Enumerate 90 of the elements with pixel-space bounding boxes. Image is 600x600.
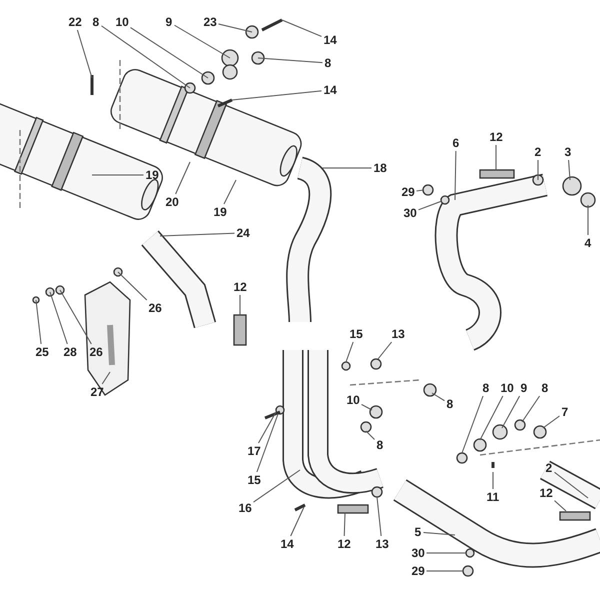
callout-number: 8 bbox=[482, 381, 490, 395]
leader-line bbox=[344, 512, 346, 536]
leader-line bbox=[256, 414, 278, 472]
leader-line bbox=[175, 162, 190, 194]
callout-number: 15 bbox=[248, 473, 261, 487]
leader-line bbox=[174, 24, 230, 58]
callout-number: 8 bbox=[92, 15, 100, 29]
callout-number: 23 bbox=[204, 15, 217, 29]
leader-line bbox=[130, 27, 208, 78]
callout-number: 9 bbox=[520, 381, 528, 395]
callout-number: 11 bbox=[486, 490, 500, 504]
callout-number: 12 bbox=[490, 130, 503, 144]
leader-line bbox=[346, 342, 354, 362]
callout-number: 7 bbox=[562, 405, 568, 419]
callout-number: 10 bbox=[346, 393, 360, 407]
leader-line bbox=[60, 290, 92, 344]
leader-line bbox=[542, 416, 560, 428]
callout-number: 18 bbox=[374, 161, 387, 175]
leader-line bbox=[426, 570, 464, 572]
leader-line bbox=[416, 190, 424, 192]
leader-line bbox=[454, 150, 456, 200]
leader-line bbox=[253, 470, 300, 503]
leader-line bbox=[258, 412, 276, 444]
leader-line bbox=[218, 24, 252, 32]
callout-number: 26 bbox=[90, 345, 103, 359]
leader-line bbox=[50, 292, 68, 344]
callout-number: 8 bbox=[542, 381, 548, 395]
callout-number: 14 bbox=[324, 83, 337, 97]
leader-line bbox=[290, 506, 304, 536]
callout-number: 8 bbox=[376, 438, 384, 452]
callout-number: 14 bbox=[280, 537, 294, 551]
leader-line bbox=[232, 90, 322, 100]
callout-number: 12 bbox=[338, 537, 351, 551]
callout-number: 27 bbox=[90, 385, 104, 399]
leader-line bbox=[258, 58, 323, 64]
callout-number: 13 bbox=[392, 327, 405, 341]
leader-line bbox=[282, 20, 322, 37]
callout-number: 9 bbox=[166, 15, 172, 29]
callout-number: 8 bbox=[324, 56, 332, 70]
callout-number: 10 bbox=[116, 15, 129, 29]
callout-number: 28 bbox=[64, 345, 77, 359]
callout-number: 22 bbox=[68, 15, 82, 29]
leader-line bbox=[554, 472, 588, 498]
callout-number: 19 bbox=[146, 168, 159, 182]
leader-line bbox=[160, 232, 235, 236]
callout-number: 29 bbox=[412, 564, 425, 578]
callout-number: 2 bbox=[534, 145, 542, 159]
leader-line bbox=[118, 272, 148, 300]
leader-line bbox=[361, 404, 372, 410]
callout-number: 16 bbox=[238, 501, 252, 515]
leader-line bbox=[418, 200, 442, 210]
leader-line bbox=[568, 160, 570, 180]
callout-number: 30 bbox=[412, 546, 425, 560]
callout-number: 19 bbox=[214, 205, 227, 219]
callout-number: 5 bbox=[414, 525, 422, 539]
callout-number: 15 bbox=[350, 327, 363, 341]
callout-number: 2 bbox=[546, 461, 552, 475]
leader-line bbox=[502, 396, 520, 428]
leader-line bbox=[432, 392, 445, 402]
leader-line bbox=[522, 396, 540, 422]
callout-number: 12 bbox=[234, 280, 247, 294]
leader-line bbox=[76, 30, 92, 78]
callout-number: 20 bbox=[166, 195, 179, 209]
leader-line bbox=[423, 532, 456, 536]
callout-number: 3 bbox=[564, 145, 572, 159]
leader-line bbox=[101, 25, 190, 88]
callout-number: 26 bbox=[148, 301, 162, 315]
callout-number: 25 bbox=[36, 345, 49, 359]
leader-line bbox=[102, 372, 110, 384]
callout-number: 4 bbox=[584, 236, 592, 250]
leader-line bbox=[492, 472, 494, 490]
leader-line bbox=[224, 180, 236, 204]
callout-number: 29 bbox=[402, 185, 415, 199]
callout-number: 6 bbox=[452, 136, 460, 150]
leader-line bbox=[376, 496, 382, 536]
leader-line bbox=[462, 396, 484, 454]
leader-line bbox=[36, 300, 42, 344]
leader-line bbox=[378, 342, 392, 360]
callout-number: 24 bbox=[236, 226, 250, 240]
callout-number: 12 bbox=[540, 486, 553, 500]
leader-line bbox=[426, 552, 466, 554]
callout-number: 10 bbox=[500, 381, 514, 395]
callout-number: 17 bbox=[248, 444, 261, 458]
callout-number: 8 bbox=[446, 397, 454, 411]
callout-number: 30 bbox=[404, 206, 417, 220]
leader-line bbox=[480, 396, 504, 440]
leader-line bbox=[366, 430, 375, 440]
callout-number: 14 bbox=[324, 33, 337, 47]
leader-line bbox=[554, 500, 566, 512]
callout-number: 13 bbox=[376, 537, 389, 551]
